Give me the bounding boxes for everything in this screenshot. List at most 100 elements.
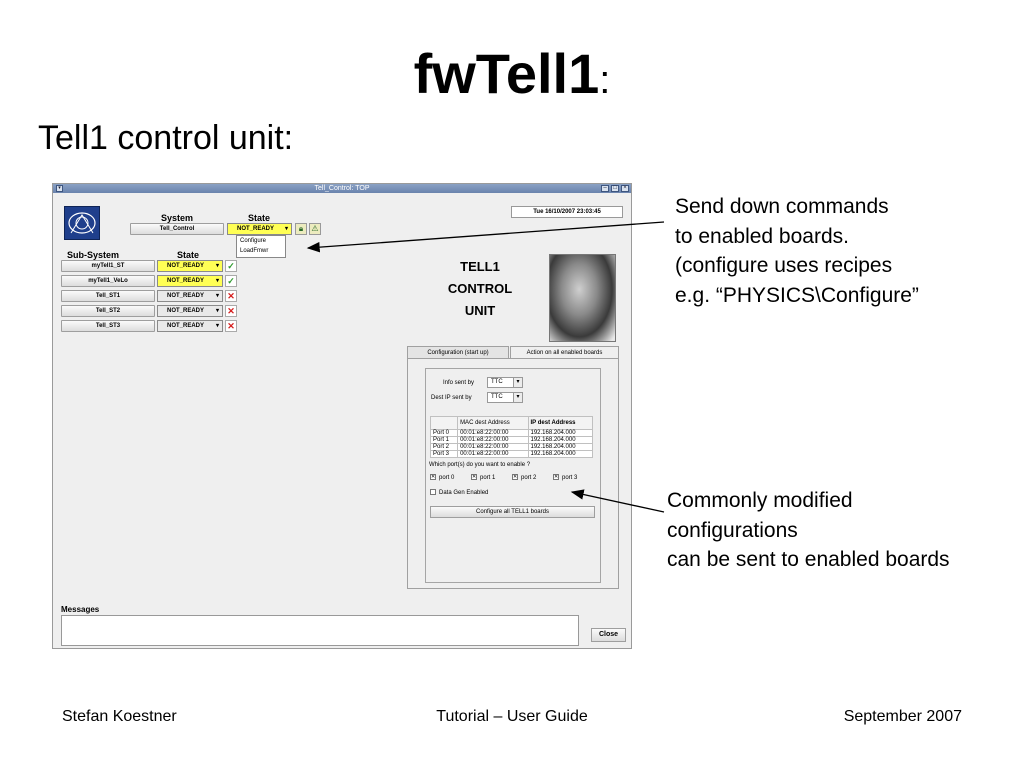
action-panel: [425, 368, 601, 583]
port-cell: Port 0: [429, 429, 459, 437]
port-3-checkbox[interactable]: ✕port 3: [553, 474, 577, 482]
messages-box[interactable]: [61, 615, 579, 646]
warning-icon[interactable]: ⚠: [309, 223, 321, 235]
data-gen-label: Data Gen Enabled: [439, 490, 489, 496]
command-popup-menu: Configure LoadFmwr: [236, 235, 286, 258]
lock-icon[interactable]: 🔒︎: [295, 223, 307, 235]
subsystem-state-value: NOT_READY: [167, 278, 205, 284]
datetime-display: Tue 16/10/2007 23:03:45: [511, 206, 623, 218]
system-button[interactable]: Tell_Control: [130, 223, 224, 235]
checked-icon: ✕: [553, 474, 559, 481]
subsystem-button[interactable]: myTell1_ST: [61, 260, 155, 272]
chevron-down-icon: ▾: [215, 293, 219, 299]
ip-cell[interactable]: 192.168.204.000: [527, 443, 593, 451]
tab-configuration-start-up[interactable]: Configuration (start up): [407, 346, 509, 359]
port-cell: Port 1: [429, 436, 459, 444]
excluded-x-icon[interactable]: ✕: [225, 320, 237, 332]
ip-cell[interactable]: 192.168.204.000: [527, 429, 593, 437]
subsystem-state-dropdown[interactable]: NOT_READY ▾: [157, 275, 223, 287]
subsystem-state-value: NOT_READY: [167, 293, 205, 299]
footer-date: September 2007: [843, 708, 962, 725]
checked-icon: ✕: [430, 474, 436, 481]
port-label: port 0: [439, 475, 455, 481]
dest-ip-select[interactable]: TTC ▾: [487, 392, 523, 403]
subsystem-header: Sub-System: [67, 250, 120, 260]
info-sent-by-label: Info sent by: [443, 380, 475, 386]
mac-cell[interactable]: 00:01:e8:22:00:00: [457, 436, 529, 444]
window-titlebar: ▾ Tell_Control: TOP – □ ×: [53, 184, 631, 193]
subsystem-state-value: NOT_READY: [167, 308, 205, 314]
port-label: port 1: [480, 475, 496, 481]
popup-item-loadfmwr[interactable]: LoadFmwr: [240, 248, 269, 254]
close-window-icon[interactable]: ×: [621, 185, 629, 192]
data-gen-checkbox[interactable]: Data Gen Enabled: [430, 489, 488, 497]
popup-item-configure[interactable]: Configure: [240, 238, 267, 244]
subsystem-state-dropdown[interactable]: NOT_READY▾: [157, 260, 223, 272]
subsystem-state-value: NOT_READY: [167, 323, 205, 329]
subsystem-button[interactable]: Tell_ST2: [61, 305, 155, 317]
footer-title: Tutorial – User Guide: [436, 708, 588, 725]
state-header: State: [248, 213, 271, 223]
subsystem-state-dropdown[interactable]: NOT_READY ▾: [157, 305, 223, 317]
checked-icon: ✕: [512, 474, 518, 481]
tab-action-on-enabled-boards[interactable]: Action on all enabled boards: [510, 346, 619, 359]
dest-ip-value: TTC: [491, 394, 503, 400]
system-state-value: NOT_READY: [237, 226, 275, 232]
mac-cell[interactable]: 00:01:e8:22:00:00: [457, 429, 529, 437]
subsystem-button[interactable]: Tell_ST1: [61, 290, 155, 302]
port-0-checkbox[interactable]: ✕port 0: [430, 474, 454, 482]
port-2-checkbox[interactable]: ✕port 2: [512, 474, 536, 482]
checkmark-icon[interactable]: ✓: [225, 260, 237, 272]
unchecked-icon: [430, 489, 436, 496]
tab-panel: [407, 358, 619, 589]
subsystem-button[interactable]: myTell1_VeLo: [61, 275, 155, 287]
chevron-down-icon: ▾: [284, 226, 288, 232]
checkmark-icon[interactable]: ✓: [225, 275, 237, 287]
substate-header: State: [177, 250, 200, 260]
system-header: System: [161, 213, 194, 223]
unit-title-line1: TELL1: [460, 259, 500, 274]
chevron-down-icon: ▾: [513, 393, 522, 402]
table-row: Port 0 00:01:e8:22:00:00 192.168.204.000: [429, 429, 593, 437]
port-cell: Port 2: [429, 443, 459, 451]
mac-cell[interactable]: 00:01:e8:22:00:00: [457, 450, 529, 458]
ports-question: Which port(s) do you want to enable ?: [429, 462, 531, 468]
table-header: MAC dest Address: [457, 416, 529, 430]
note-send-commands: Send down commands to enabled boards. (c…: [675, 195, 919, 307]
chevron-down-icon: ▾: [513, 378, 522, 387]
slide-title-suffix: :: [599, 58, 611, 102]
ip-cell[interactable]: 192.168.204.000: [527, 450, 593, 458]
minimize-icon[interactable]: –: [601, 185, 609, 192]
unit-title-line2: CONTROL: [447, 281, 513, 296]
ip-cell[interactable]: 192.168.204.000: [527, 436, 593, 444]
configure-all-button[interactable]: Configure all TELL1 boards: [430, 506, 595, 518]
mac-cell[interactable]: 00:01:e8:22:00:00: [457, 443, 529, 451]
close-button[interactable]: Close: [591, 628, 626, 642]
chevron-down-icon: ▾: [215, 308, 219, 314]
maximize-icon[interactable]: □: [611, 185, 619, 192]
window-menu-icon[interactable]: ▾: [56, 185, 63, 192]
table-header: IP dest Address: [527, 416, 593, 430]
subsystem-state-dropdown[interactable]: NOT_READY▾: [157, 320, 223, 332]
chevron-down-icon: ▾: [215, 278, 219, 284]
subsystem-state-value: NOT_READY: [167, 263, 205, 269]
checked-icon: ✕: [471, 474, 477, 481]
port-label: port 2: [521, 475, 537, 481]
port-1-checkbox[interactable]: ✕port 1: [471, 474, 495, 482]
unit-photo: [549, 254, 616, 342]
excluded-x-icon[interactable]: ✕: [225, 305, 237, 317]
system-state-dropdown[interactable]: NOT_READY ▾: [227, 223, 292, 235]
table-header: [429, 416, 459, 430]
table-row: Port 1 00:01:e8:22:00:00 192.168.204.000: [429, 436, 593, 444]
footer-author: Stefan Koestner: [62, 708, 177, 725]
mac-ip-table: MAC dest Address IP dest Address Port 0 …: [429, 416, 593, 458]
note-common-configurations: Commonly modified configurations can be …: [667, 489, 950, 571]
slide-title-main: fwTell1: [413, 42, 600, 105]
table-row: Port 3 00:01:e8:22:00:00 192.168.204.000: [429, 450, 593, 458]
info-sent-by-value: TTC: [491, 379, 503, 385]
subsystem-state-dropdown[interactable]: NOT_READY ▾: [157, 290, 223, 302]
excluded-x-icon[interactable]: ✕: [225, 290, 237, 302]
info-sent-by-select[interactable]: TTC ▾: [487, 377, 523, 388]
port-cell: Port 3: [429, 450, 459, 458]
subsystem-button[interactable]: Tell_ST3: [61, 320, 155, 332]
